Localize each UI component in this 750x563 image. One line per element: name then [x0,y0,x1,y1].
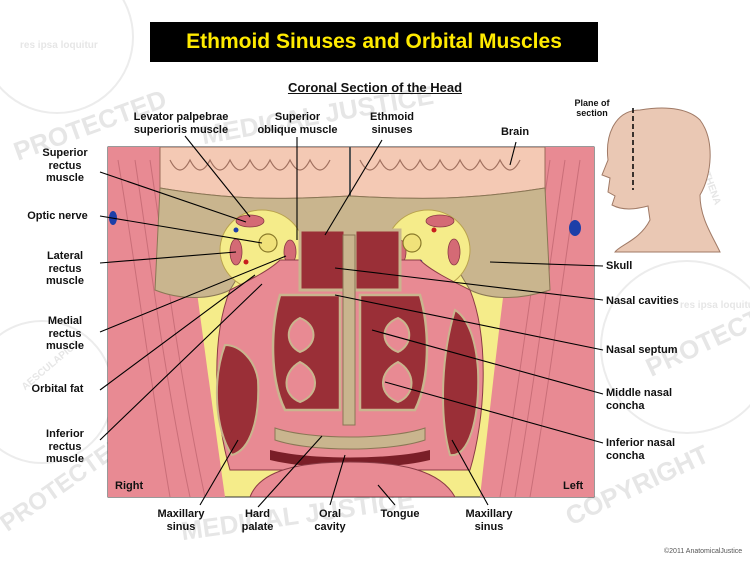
label-maxillary-sinus-right: Maxillary sinus [465,508,513,533]
label-maxillary-sinus-left: Maxillary sinus [157,508,205,533]
nasal-septum-shape [342,234,356,426]
brain-region [159,147,546,199]
copyright-notice: ©2011 AnatomicalJustice [664,548,743,555]
page-title: Ethmoid Sinuses and Orbital Muscles [186,30,562,53]
tongue-shape [249,461,456,497]
head-profile-illustration [601,107,721,253]
label-levator-palpebrae: Levator palpebrae superioris muscle [133,111,229,136]
label-tongue: Tongue [380,508,420,520]
title-bar: Ethmoid Sinuses and Orbital Muscles [150,22,598,62]
right-maxillary-sinus [216,343,260,457]
right-lateral-muscle [480,147,594,497]
label-nasal-septum: Nasal septum [606,344,678,356]
label-brain: Brain [500,126,530,138]
label-hard-palate: Hard palate [241,508,274,533]
label-medial-rectus: Medial rectus muscle [46,315,84,352]
label-inferior-nasal-concha: Inferior nasal concha [606,437,676,462]
label-skull: Skull [606,260,633,272]
label-right-side: Right [115,480,144,492]
label-superior-oblique: Superior oblique muscle [257,111,338,136]
left-maxillary-sinus [442,308,480,457]
label-orbital-fat: Orbital fat [31,383,84,395]
label-ethmoid-sinuses: Ethmoid sinuses [370,111,414,136]
label-plane-of-section: Plane of section [574,98,610,118]
label-middle-nasal-concha: Middle nasal concha [606,387,673,412]
label-lateral-rectus: Lateral rectus muscle [46,250,84,287]
left-optic-nerve [402,233,422,253]
oral-cavity-shape [270,450,430,468]
leader-lines [99,135,604,508]
label-nasal-cavities: Nasal cavities [606,295,679,307]
label-optic-nerve: Optic nerve [27,210,88,222]
label-left-side: Left [563,480,584,492]
left-lateral-muscle [108,147,225,497]
label-inferior-rectus: Inferior rectus muscle [46,428,84,465]
label-superior-rectus: Superior rectus muscle [42,147,88,184]
label-oral-cavity: Oral cavity [314,508,346,533]
diagram-subtitle: Coronal Section of the Head [287,80,463,95]
